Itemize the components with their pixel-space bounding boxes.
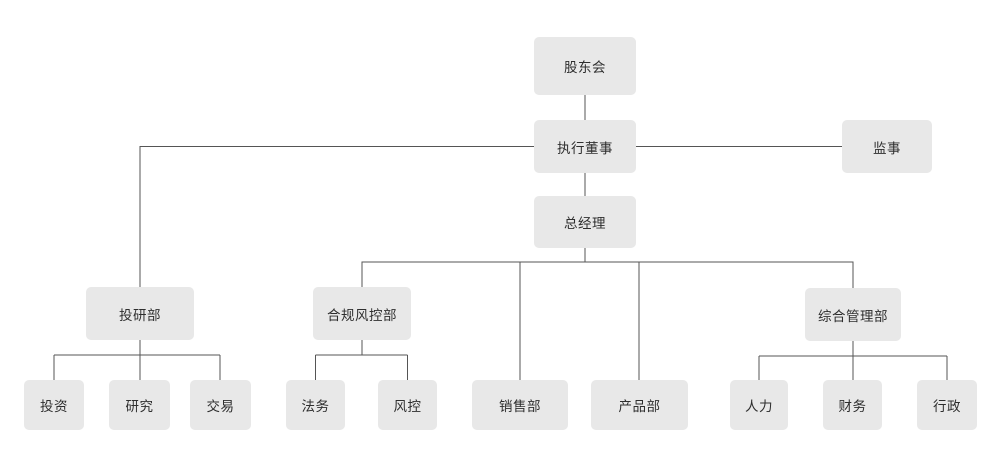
org-node-label-trading: 交易 [206,399,235,414]
org-node-research[interactable]: 研究 [109,380,170,430]
org-node-trading[interactable]: 交易 [190,380,251,430]
org-node-sales-dept[interactable]: 销售部 [472,380,568,430]
org-node-general-manager[interactable]: 总经理 [534,196,636,248]
org-node-label-legal: 法务 [301,399,330,414]
org-node-label-shareholders-meeting: 股东会 [564,60,606,75]
org-node-label-investment-research-dept: 投研部 [119,307,161,323]
org-node-label-administration: 行政 [933,399,961,414]
org-node-label-investment: 投资 [40,399,68,414]
org-node-risk-control[interactable]: 风控 [378,380,437,430]
org-node-supervisor[interactable]: 监事 [842,120,932,173]
org-node-investment-research-dept[interactable]: 投研部 [86,287,194,340]
org-node-general-management-dept[interactable]: 综合管理部 [805,288,901,341]
connector-executive-to-investment-research [139,146,534,287]
org-node-executive-director[interactable]: 执行董事 [534,120,636,173]
org-node-label-research: 研究 [125,399,154,414]
org-node-compliance-risk-dept[interactable]: 合规风控部 [313,287,411,340]
org-node-label-general-management-dept: 综合管理部 [818,308,888,324]
org-node-finance[interactable]: 财务 [823,380,882,430]
org-node-product-dept[interactable]: 产品部 [591,380,688,430]
org-node-shareholders-meeting[interactable]: 股东会 [534,37,636,95]
org-node-label-finance: 财务 [838,399,867,414]
org-node-human-resources[interactable]: 人力 [730,380,788,430]
org-node-legal[interactable]: 法务 [286,380,345,430]
org-node-label-compliance-risk-dept: 合规风控部 [327,307,397,323]
org-node-label-executive-director: 执行董事 [557,140,613,156]
org-node-label-general-manager: 总经理 [564,216,606,231]
org-node-label-human-resources: 人力 [745,399,773,414]
connector-main-bus [361,261,854,288]
org-node-label-risk-control: 风控 [393,399,422,414]
org-node-label-product-dept: 产品部 [618,399,661,414]
org-node-label-sales-dept: 销售部 [499,399,541,414]
org-node-label-supervisor: 监事 [873,140,901,156]
org-node-investment[interactable]: 投资 [24,380,84,430]
org-node-administration[interactable]: 行政 [917,380,977,430]
